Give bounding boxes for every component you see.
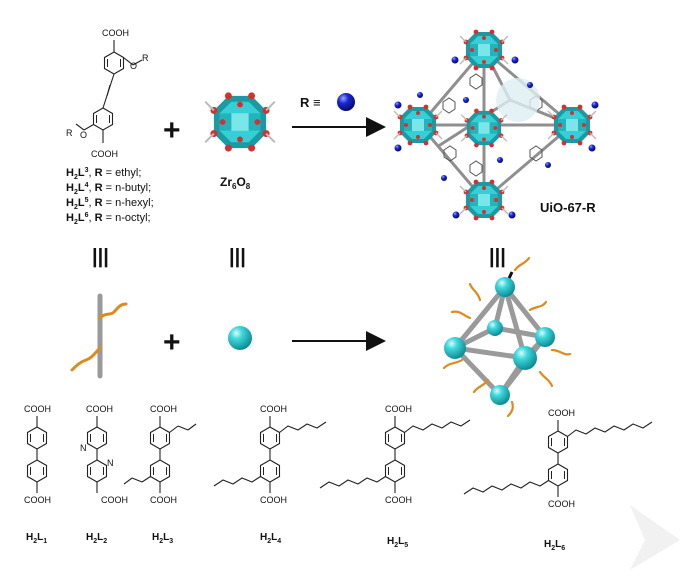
plus-sign-bottom: + [163, 326, 181, 359]
linker-h2l5-structure [319, 416, 471, 493]
label-h2l1: H2L1 [26, 532, 47, 545]
linker-r-top-label: R [142, 53, 149, 63]
r-definition-label: R ≡ [300, 95, 321, 110]
equivalence-mark-linker: ||| [92, 246, 109, 268]
linker-cooh-top-label: COOH [102, 28, 129, 38]
linker-list-item: H2L6, R = n-octyl; [66, 212, 151, 226]
linker-list-item: H2L4, R = n-butyl; [66, 182, 151, 196]
h2l2-cooh-bottom: COOH [101, 495, 128, 505]
h2l3-cooh-top: COOH [150, 404, 177, 414]
zr6o8-label: Zr6O8 [220, 175, 251, 191]
linker-h2l6-structure [463, 420, 653, 497]
h2l1-cooh-top: COOH [24, 404, 51, 414]
equivalence-mark-cluster: ||| [229, 246, 246, 268]
watermark-arrow-shape [630, 505, 680, 570]
h2l3-cooh-bottom: COOH [150, 495, 177, 505]
linker-list-item: H2L3, R = ethyl; [66, 167, 141, 181]
uio67-framework-image [393, 28, 599, 222]
label-h2l3: H2L3 [152, 532, 173, 545]
h2l6-cooh-top: COOH [548, 408, 575, 418]
h2l4-cooh-top: COOH [260, 404, 287, 414]
plus-sign-top: + [163, 114, 181, 147]
label-h2l5: H2L5 [387, 536, 408, 549]
linker-oxygen-bottom-label: O [80, 130, 87, 140]
schematic-cluster-sphere [228, 326, 252, 350]
linker-r-bottom-label: R [66, 128, 73, 138]
uio67-r-label: UiO-67-R [540, 200, 596, 215]
h2l2-n-bottom: N [107, 458, 114, 468]
h2l6-cooh-bottom: COOH [548, 499, 575, 509]
linker-h2l3-structure [123, 416, 197, 493]
zr6o8-cluster-image [204, 91, 276, 153]
linker-h2l-structure [75, 40, 143, 143]
linker-oxygen-top-label: O [130, 61, 137, 71]
h2l1-cooh-bottom: COOH [24, 495, 51, 505]
h2l5-cooh-top: COOH [385, 404, 412, 414]
linker-h2l4-structure [213, 416, 327, 493]
h2l5-cooh-bottom: COOH [385, 495, 412, 505]
equivalence-mark-framework: ||| [489, 246, 506, 268]
r-group-blue-sphere [337, 93, 355, 111]
linker-h2l2-structure [86, 416, 108, 493]
schematic-linker-rod [70, 293, 128, 379]
octahedral-cage-schematic [442, 256, 572, 418]
linker-list: H2L3, R = ethyl; H2L4, R = n-butyl; H2L5… [66, 167, 154, 226]
h2l2-n-top: N [80, 443, 87, 453]
linker-list-item: H2L5, R = n-hexyl; [66, 197, 154, 211]
label-h2l6: H2L6 [544, 539, 565, 552]
linker-h2l1-structure [26, 416, 48, 493]
label-h2l2: H2L2 [86, 532, 107, 545]
h2l2-cooh-top: COOH [86, 404, 113, 414]
label-h2l4: H2L4 [260, 532, 281, 545]
linker-cooh-bottom-label: COOH [91, 149, 118, 159]
h2l4-cooh-bottom: COOH [260, 495, 287, 505]
